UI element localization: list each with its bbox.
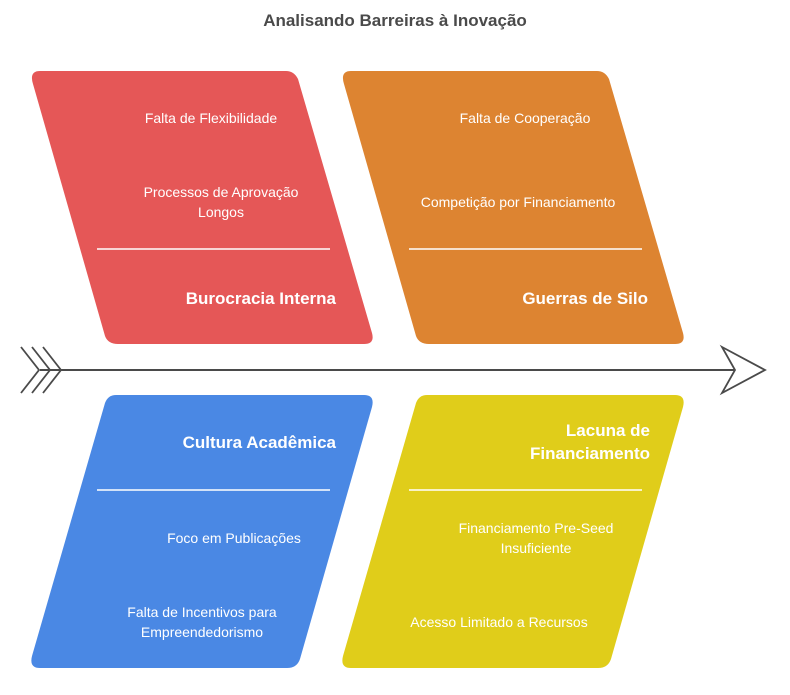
spine-arrowhead-icon [719,344,767,396]
cause-falta-cooperacao: Falta de Cooperação [459,110,591,126]
cause-foco-publicacoes: Foco em Publicações [167,530,301,546]
category-academica-shape [31,395,373,668]
spine-tail-icon [20,346,63,394]
diagram-title: Analisando Barreiras à Inovação [263,11,527,30]
category-financiamento-shape [342,395,684,668]
cause-falta-incentivos: Falta de Incentivos para Empreendedorism… [127,604,277,640]
cause-falta-flexibilidade: Falta de Flexibilidade [144,110,278,126]
category-burocracia-heading: Burocracia Interna [185,289,336,308]
cause-acesso-limitado: Acesso Limitado a Recursos [410,614,588,630]
category-financiamento-heading: Lacuna de Financiamento [530,421,650,463]
cause-competicao-financiamento: Competição por Financiamento [420,194,616,210]
category-silo-shape [342,71,684,344]
cause-processos-aprovacao: Processos de Aprovação Longos [143,184,299,220]
cause-financiamento-pre-seed: Financiamento Pre-Seed Insuficiente [458,520,614,556]
category-silo-heading: Guerras de Silo [522,289,648,308]
category-burocracia-shape [31,71,373,344]
category-academica-heading: Cultura Acadêmica [182,433,336,452]
